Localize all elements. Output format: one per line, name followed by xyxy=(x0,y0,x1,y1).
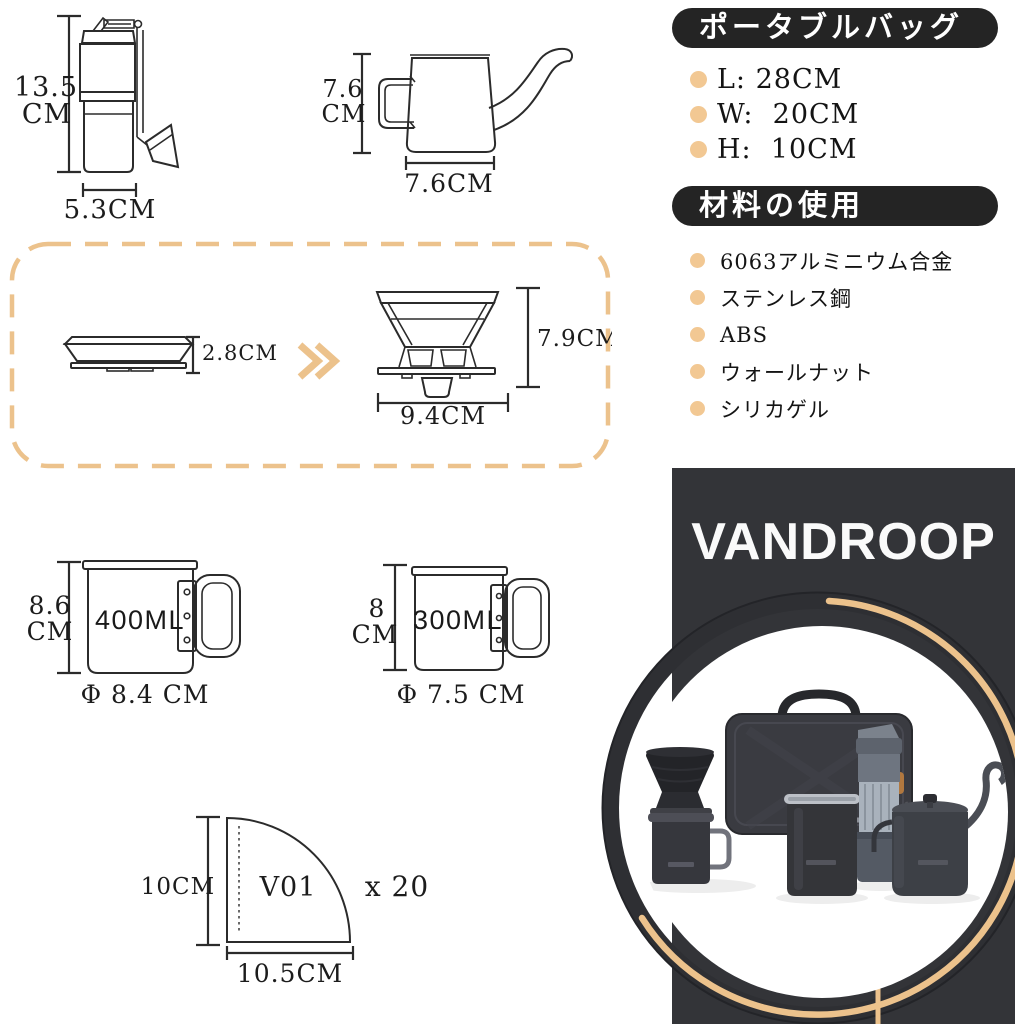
mug-small-height-unit: CM xyxy=(352,620,399,649)
bullet-dot-icon xyxy=(690,327,705,342)
dripper-open-width-dim: 9.4CM xyxy=(376,393,510,430)
material-item: ステンレス鋼 xyxy=(690,279,953,316)
mug-small-diagram: 8 CM 300ML Φ 7.5 CM xyxy=(350,545,640,710)
mug-large-height-unit: CM xyxy=(27,617,74,646)
materials-list: 6063アルミニウム合金 ステンレス鋼 ABS ウォールナット シリカゲル xyxy=(690,242,953,427)
bullet-dot-icon xyxy=(690,71,707,88)
bullet-dot-icon xyxy=(690,290,705,305)
bullet-dot-icon xyxy=(690,401,705,416)
material-label: ウォールナット xyxy=(720,360,874,385)
bullet-dot-icon xyxy=(690,253,705,268)
bag-spec-label: L: 28CM xyxy=(717,64,843,95)
shadows xyxy=(640,879,980,904)
dripper-folded-dim: 2.8CM xyxy=(186,335,278,375)
bag-spec-item: W: 20CM xyxy=(690,97,859,132)
filter-width-dim: 10.5CM xyxy=(225,946,355,988)
material-label: シリカゲル xyxy=(720,397,830,422)
grinder-height-dim: 13.5 CM xyxy=(14,14,81,174)
material-item: シリカゲル xyxy=(690,390,953,427)
mug-large-diameter: Φ 8.4 CM xyxy=(81,680,210,709)
dripper-diagram-box: 2.8CM 7.9CM xyxy=(8,240,612,470)
expand-arrow-icon xyxy=(297,342,341,380)
bag-spec-list: L: 28CM W: 20CM H: 10CM xyxy=(690,62,859,167)
filter-width-label: 10.5CM xyxy=(237,959,343,988)
filter-height-dim: 10CM xyxy=(141,815,220,947)
mug-small-volume: 300ML xyxy=(413,605,503,635)
mug-large-volume: 400ML xyxy=(95,605,185,635)
kettle-diagram: 7.6 CM 7.6CM xyxy=(300,30,600,205)
grinder-photo xyxy=(856,724,902,882)
kettle-height-dim: 7.6 CM xyxy=(322,52,371,155)
case-handle xyxy=(777,689,861,717)
grinder-drawing xyxy=(79,16,180,173)
material-item: ABS xyxy=(690,316,953,353)
mug-large-height-value: 8.6 xyxy=(29,591,72,620)
material-item: 6063アルミニウム合金 xyxy=(690,242,953,279)
bag-spec-label: W: 20CM xyxy=(717,99,860,130)
bullet-dot-icon xyxy=(690,106,707,123)
mug-large-diagram: 8.6 CM 400ML Φ 8.4 CM xyxy=(20,545,310,710)
filter-model-label: V01 xyxy=(259,872,317,903)
grinder-diagram: 13.5 CM 5.3CM xyxy=(0,0,230,225)
bag-spec-label: H: 10CM xyxy=(717,134,858,165)
mug-large-height-dim: 8.6 CM xyxy=(27,560,81,675)
mug-small-height-dim: 8 CM xyxy=(352,563,407,672)
bag-spec-item: H: 10CM xyxy=(690,132,859,167)
mug-small-diameter: Φ 7.5 CM xyxy=(397,680,526,709)
bag-spec-item: L: 28CM xyxy=(690,62,859,97)
bullet-dot-icon xyxy=(690,364,705,379)
dripper-folded-drawing xyxy=(62,336,195,372)
product-photo xyxy=(636,626,1008,998)
mug-small-drawing: 300ML xyxy=(411,566,550,671)
filter-diagram: 10CM V01 10.5CM x 20 xyxy=(140,798,440,993)
kettle-spout xyxy=(963,761,1008,829)
dripper-on-mug xyxy=(646,747,732,884)
filter-height-label: 10CM xyxy=(141,874,215,900)
dripper-open-drawing xyxy=(375,291,500,398)
grinder-height-unit: CM xyxy=(22,99,72,130)
grinder-width-dim: 5.3CM xyxy=(64,183,157,225)
kettle-drawing xyxy=(378,47,574,153)
kettle-width-dim: 7.6CM xyxy=(404,156,496,198)
materials-panel-title: 材料の使用 xyxy=(672,186,998,226)
kettle-height-value: 7.6 xyxy=(322,75,363,103)
mug-small-height-value: 8 xyxy=(369,594,386,623)
bag-panel-title-text: ポータブルバッグ xyxy=(699,12,964,44)
materials-panel-title-text: 材料の使用 xyxy=(699,190,865,222)
mug-large-drawing: 400ML xyxy=(82,560,241,674)
kettle-width-label: 7.6CM xyxy=(404,169,494,198)
filter-quantity-label: x 20 xyxy=(365,870,429,903)
material-label: 6063アルミニウム合金 xyxy=(720,249,954,274)
bullet-dot-icon xyxy=(690,141,707,158)
material-label: ステンレス鋼 xyxy=(720,286,852,311)
dashed-border xyxy=(9,241,611,469)
bag-panel-title: ポータブルバッグ xyxy=(672,8,998,48)
grinder-width-label: 5.3CM xyxy=(64,195,157,225)
kettle-height-unit: CM xyxy=(322,100,367,128)
dripper-open-width-label: 9.4CM xyxy=(400,402,486,430)
filter-drawing: V01 xyxy=(226,816,352,943)
dripper-open-height-dim: 7.9CM xyxy=(516,286,612,389)
brand-name: VANDROOP xyxy=(691,513,996,571)
material-label: ABS xyxy=(720,322,768,347)
material-item: ウォールナット xyxy=(690,353,953,390)
dripper-folded-label: 2.8CM xyxy=(202,341,278,365)
dripper-open-height-label: 7.9CM xyxy=(537,326,612,352)
grinder-height-value: 13.5 xyxy=(14,72,78,103)
